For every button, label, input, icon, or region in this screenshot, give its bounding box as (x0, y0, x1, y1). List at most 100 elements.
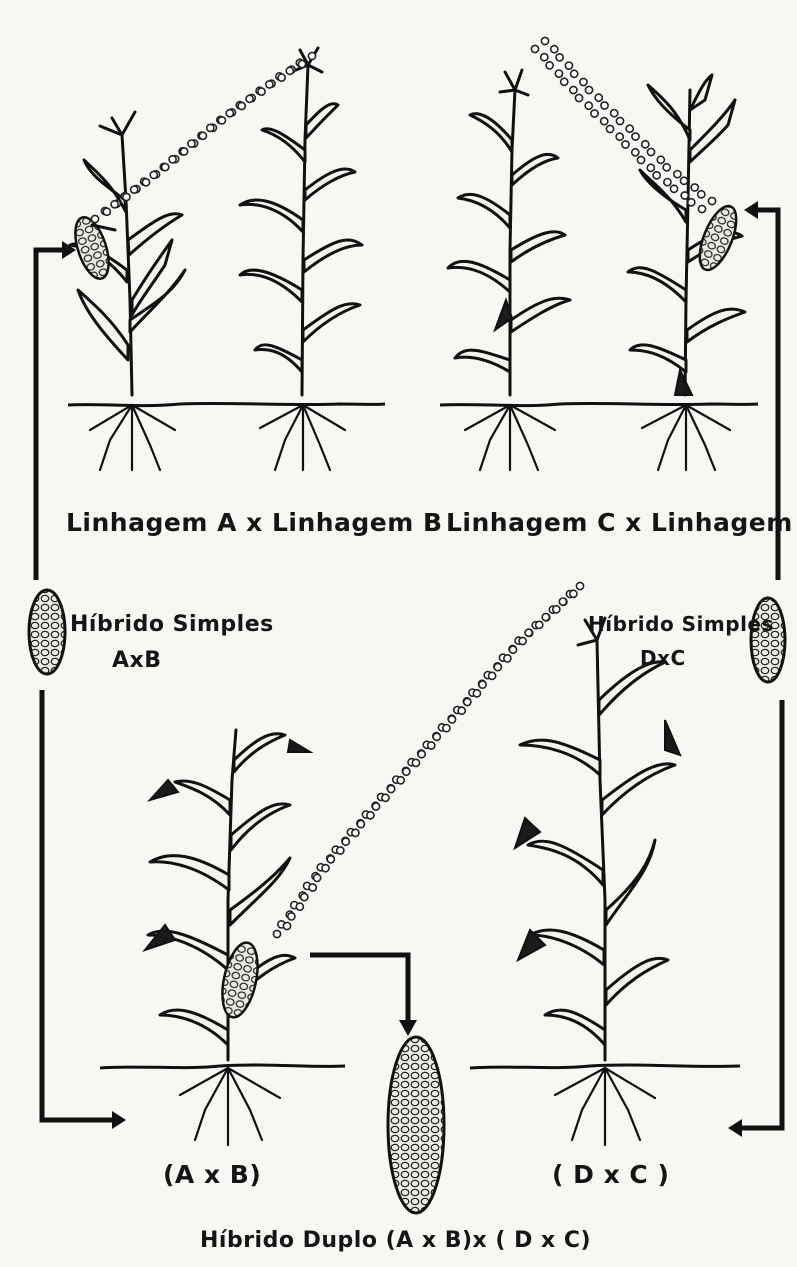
pollen-grain (296, 903, 303, 910)
pollen-grain (123, 193, 130, 200)
pollen-grain (622, 141, 629, 148)
top-soil-right (440, 403, 758, 470)
pollen-grain (657, 156, 664, 163)
pollen-grain (551, 46, 558, 53)
pollen-grain (443, 725, 450, 732)
pollen-grain (418, 751, 425, 758)
cob-hibrido-simples-ab (29, 590, 65, 674)
pollen-grain (288, 913, 295, 920)
pollen-grain (541, 37, 548, 44)
pollen-grain (556, 54, 563, 61)
pollen-grain (162, 164, 169, 171)
pollen-grain (464, 698, 471, 705)
pollen-grain (504, 655, 511, 662)
label-hibrido-simples-dc: Híbrido Simples (588, 612, 774, 636)
pollen-grain (111, 201, 118, 208)
pollen-grain (352, 829, 359, 836)
arrow-right-bottom (728, 700, 782, 1137)
pollen-grain (448, 716, 455, 723)
pollen-grain (546, 62, 553, 69)
pollen-grain (585, 102, 592, 109)
plant-b (240, 48, 362, 395)
pollen-grain (664, 179, 671, 186)
label-linhagem-a-b: Linhagem A x Linhagem B (66, 508, 443, 537)
pollen-grain (226, 110, 233, 117)
pollen-grain (691, 184, 698, 191)
pollen-grain (561, 78, 568, 85)
bottom-soil-right (470, 1065, 740, 1145)
plant-c (448, 70, 570, 395)
label-linhagem-c-d: Linhagem C x Linhagem D (446, 508, 797, 537)
pollen-grain (688, 199, 695, 206)
pollen-grain (642, 141, 649, 148)
pollen-grain (601, 102, 608, 109)
pollen-grain (555, 70, 562, 77)
pollen-grain (575, 94, 582, 101)
pollen-grain (674, 171, 681, 178)
pollen-grain (258, 88, 265, 95)
pollen-grain (473, 690, 480, 697)
pollen-grain (647, 148, 654, 155)
pollen-grain (681, 192, 688, 199)
plant-dxc (515, 618, 680, 1060)
arrow-to-double-hybrid (310, 955, 417, 1036)
pollen-grain (150, 171, 157, 178)
pollen-grain (559, 598, 566, 605)
pollen-grain (357, 821, 364, 828)
pollen-grain (647, 164, 654, 171)
plant-d (628, 75, 745, 395)
pollen-grain (611, 110, 618, 117)
pollen-grain (616, 133, 623, 140)
pollen-grain (403, 768, 410, 775)
pollen-grain (565, 62, 572, 69)
pollen-grain (571, 70, 578, 77)
pollen-grain (266, 81, 273, 88)
pollen-grain (489, 672, 496, 679)
cob-hibrido-duplo (388, 1037, 444, 1213)
pollen-grain (670, 185, 677, 192)
pollen-grain (181, 148, 188, 155)
pollen-grain (606, 125, 613, 132)
pollen-grain (314, 874, 321, 881)
pollen-grain (308, 52, 315, 59)
pollen-grain (273, 930, 280, 937)
pollen-grain (342, 838, 349, 845)
pollen-grain (412, 759, 419, 766)
pollen-grain (286, 67, 293, 74)
pollen-grain (301, 894, 308, 901)
pollen-grain (458, 707, 465, 714)
pollen-grain (372, 803, 379, 810)
label-cross-dc: ( D x C ) (552, 1160, 669, 1189)
label-hibrido-duplo: Híbrido Duplo (A x B)x ( D x C) (200, 1228, 591, 1253)
pollen-grain (653, 172, 660, 179)
pollen-grain (142, 179, 149, 186)
pollen-grain (218, 117, 225, 124)
pollen-grain (337, 847, 344, 854)
pollen-grain (238, 102, 245, 109)
pollen-grain (397, 777, 404, 784)
pollen-grain (698, 205, 705, 212)
pollen-grain (536, 621, 543, 628)
pollen-grain (570, 590, 577, 597)
pollen-grain (616, 117, 623, 124)
pollen-grain (298, 60, 305, 67)
pollen-grain (698, 191, 705, 198)
pollen-grain (428, 742, 435, 749)
pollen-grain (570, 86, 577, 93)
pollen-grain (382, 794, 389, 801)
pollen-grain (278, 74, 285, 81)
pollen-grain (494, 664, 501, 671)
pollen-grain (509, 646, 516, 653)
pollen-grain (601, 118, 608, 125)
pollen-grain (519, 637, 526, 644)
pollen-grain (327, 856, 334, 863)
pollen-grain (585, 86, 592, 93)
top-soil-left (68, 403, 385, 470)
pollen-grain (708, 197, 715, 204)
pollen-grain (131, 186, 138, 193)
pollen-grain (388, 785, 395, 792)
pollen-grain (322, 865, 329, 872)
pollen-grain (595, 94, 602, 101)
pollen-grain (632, 133, 639, 140)
pollen-grain (542, 614, 549, 621)
